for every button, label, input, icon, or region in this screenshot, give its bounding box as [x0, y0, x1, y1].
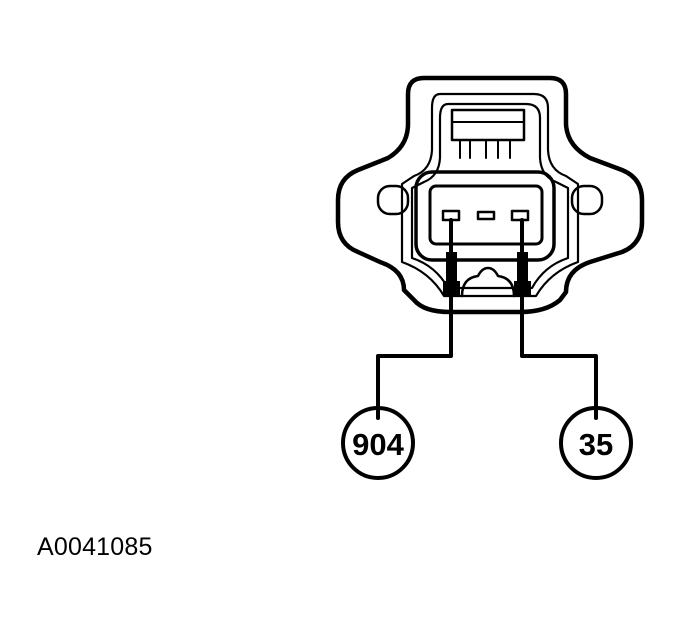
connector-body [335, 75, 645, 315]
circuit-label-904: 904 [352, 427, 404, 462]
side-ears [376, 184, 604, 216]
circuit-label-35: 35 [579, 427, 613, 462]
wire-35 [514, 218, 598, 420]
circuit-bubble-35: 35 [559, 406, 633, 480]
circuit-bubble-904: 904 [341, 406, 415, 480]
lock-tab [460, 266, 516, 298]
latch [450, 108, 526, 159]
figure-id: A0041085 [37, 533, 153, 561]
terminal-cavity [414, 170, 556, 262]
wire-904 [376, 218, 460, 420]
